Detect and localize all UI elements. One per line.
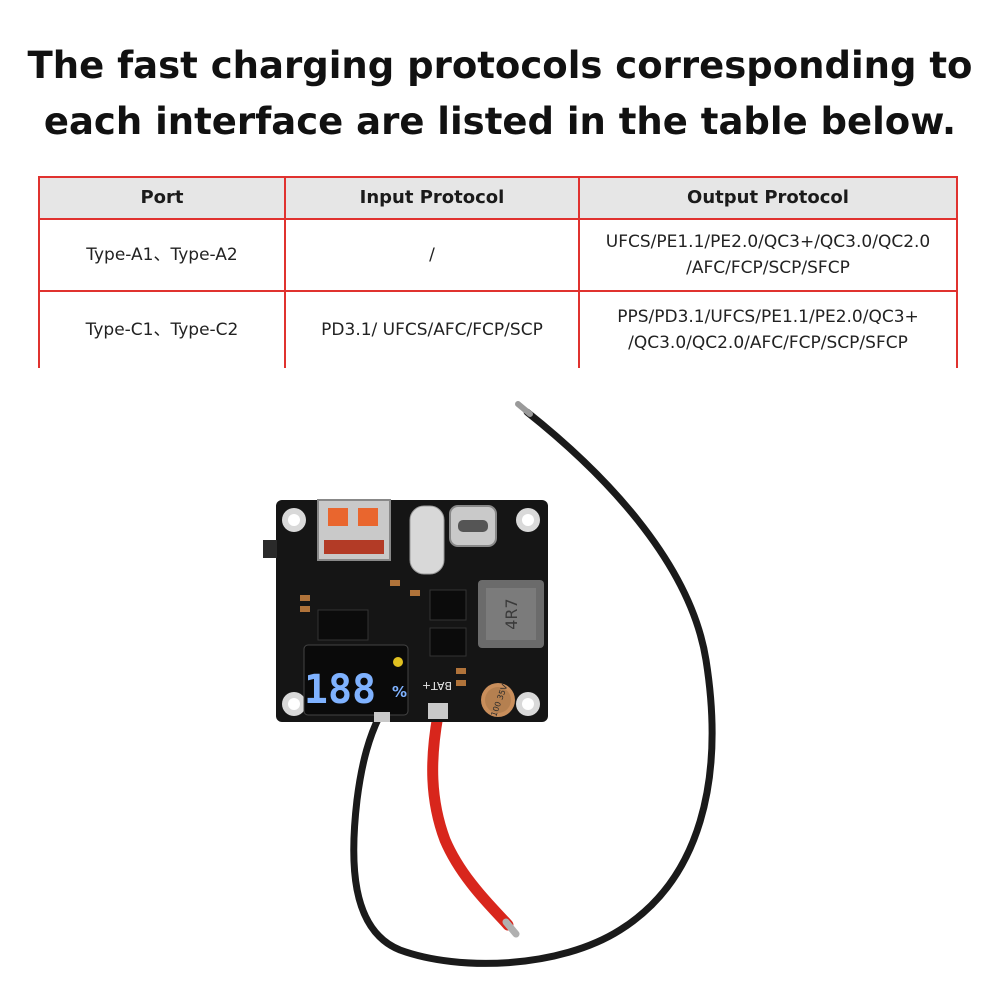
charging-board-photo: 4R7 188 % 100 35V BAT+ bbox=[263, 401, 716, 967]
cell-output-line-1: PPS/PD3.1/UFCS/PE1.1/PE2.0/QC3+ bbox=[617, 307, 919, 327]
display-digits: 188 bbox=[304, 667, 376, 713]
cell-input: PD3.1/ UFCS/AFC/FCP/SCP bbox=[284, 290, 580, 368]
cell-input: / bbox=[284, 218, 580, 292]
header-port: Port bbox=[38, 176, 286, 220]
cell-port: Type-A1、Type-A2 bbox=[38, 218, 286, 292]
inductor-label: 4R7 bbox=[502, 598, 521, 629]
heading-line-1: The fast charging protocols correspondin… bbox=[27, 44, 973, 87]
heading-line-2: each interface are listed in the table b… bbox=[43, 100, 957, 143]
red-wire-tip bbox=[502, 918, 520, 938]
protocol-table: Port Input Protocol Output Protocol Type… bbox=[38, 176, 958, 368]
table-row: Type-A1、Type-A2 / UFCS/PE1.1/PE2.0/QC3+/… bbox=[38, 218, 958, 292]
red-wire bbox=[427, 709, 514, 931]
header-output-protocol: Output Protocol bbox=[578, 176, 958, 220]
lightning-icon bbox=[393, 657, 403, 667]
table-row: Type-C1、Type-C2 PD3.1/ UFCS/AFC/FCP/SCP … bbox=[38, 290, 958, 368]
display-unit: % bbox=[392, 683, 407, 701]
table-header-row: Port Input Protocol Output Protocol bbox=[38, 176, 958, 220]
black-wire bbox=[350, 408, 716, 967]
black-wire-tip bbox=[515, 401, 533, 417]
pcb: 4R7 188 % 100 35V BAT+ bbox=[263, 499, 548, 722]
battery-label: BAT+ bbox=[422, 679, 452, 692]
cell-output-line-1: UFCS/PE1.1/PE2.0/QC3+/QC3.0/QC2.0 bbox=[605, 232, 931, 252]
cell-output: PPS/PD3.1/UFCS/PE1.1/PE2.0/QC3+ /QC3.0/Q… bbox=[578, 290, 958, 368]
header-input-protocol: Input Protocol bbox=[284, 176, 580, 220]
page-heading: The fast charging protocols correspondin… bbox=[0, 38, 1000, 150]
cell-port: Type-C1、Type-C2 bbox=[38, 290, 286, 368]
cell-output-line-2: /QC3.0/QC2.0/AFC/FCP/SCP/SFCP bbox=[628, 333, 908, 353]
cell-output: UFCS/PE1.1/PE2.0/QC3+/QC3.0/QC2.0 /AFC/F… bbox=[578, 218, 958, 292]
cell-output-line-2: /AFC/FCP/SCP/SFCP bbox=[686, 258, 850, 278]
